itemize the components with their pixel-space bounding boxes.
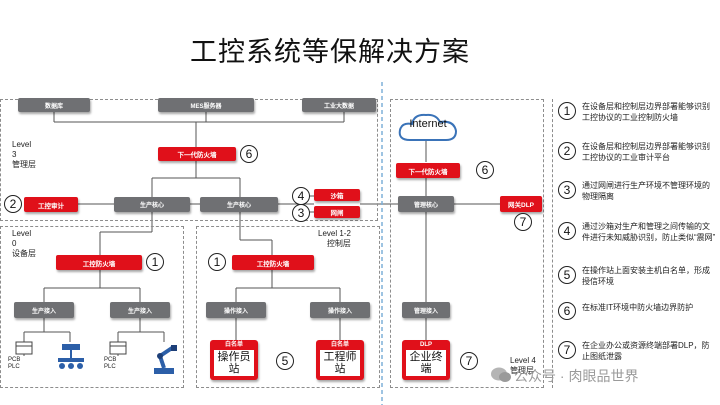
production-core-2-box: 生产核心 — [200, 197, 278, 212]
level0-label: Level 0 设备层 — [12, 229, 36, 258]
ngfw-right-box: 下一代防火墙 — [396, 163, 460, 178]
production-access-1-box: 生产接入 — [14, 302, 74, 318]
ngfw-top-box: 下一代防火墙 — [158, 147, 236, 161]
database-box: 数据库 — [18, 98, 90, 112]
engineer-station-terminal: 白名单 工程师站 — [316, 340, 364, 380]
industrial-audit-box: 工控审计 — [24, 197, 78, 212]
marker-2: 2 — [4, 195, 22, 213]
note-marker-3: 3 — [558, 181, 576, 199]
bigdata-box: 工业大数据 — [302, 98, 376, 112]
operation-access-2-box: 操作接入 — [310, 302, 370, 318]
page-title: 工控系统等保解决方案 — [190, 37, 470, 68]
level12-label: Level 1-2 控制层 — [318, 229, 351, 248]
note-marker-1: 1 — [558, 102, 576, 120]
marker-7-gateway: 7 — [514, 213, 532, 231]
conveyor-icon-1 — [56, 342, 86, 379]
watermark-text: 公众号 · 肉眼品世界 — [514, 368, 639, 384]
engineer-station-label: 工程师站 — [320, 350, 360, 376]
marker-1-right: 1 — [208, 253, 226, 271]
network-gap-box: 网闸 — [314, 206, 360, 218]
note-marker-7: 7 — [558, 341, 576, 359]
note-3-text: 通过网闸进行生产环境不管理环境的物理隔离 — [582, 181, 710, 201]
production-access-2-box: 生产接入 — [110, 302, 170, 318]
sandbox-box: 沙箱 — [314, 189, 360, 201]
dlp-label: DLP — [420, 342, 432, 348]
ics-firewall-left-box: 工控防火墙 — [56, 255, 142, 270]
marker-7-terminal: 7 — [460, 352, 478, 370]
marker-6-right: 6 — [476, 161, 494, 179]
note-marker-5: 5 — [558, 266, 576, 284]
ics-firewall-right-box: 工控防火墙 — [232, 255, 314, 270]
marker-3: 3 — [292, 204, 310, 222]
level4-label: Level 4 管理层 — [510, 356, 536, 375]
management-core-box: 管理核心 — [398, 196, 454, 212]
operator-station-terminal: 白名单 操作员站 — [210, 340, 258, 380]
note-4-text: 通过沙箱对生产和管理之间传输的文件进行未知威胁识别，防止类似“震网” — [582, 222, 716, 242]
wechat-logo-icon — [490, 366, 512, 389]
whitelist-label: 白名单 — [224, 342, 243, 348]
note-5-text: 在操作站上面安装主机白名单，形成授信环境 — [582, 266, 710, 286]
level0-region — [0, 226, 184, 388]
plc-icon-2 — [108, 340, 128, 361]
plc-label-1: PCB PLC — [8, 357, 21, 370]
production-core-1-box: 生产核心 — [114, 197, 190, 212]
note-marker-2: 2 — [558, 142, 576, 160]
notes-divider — [552, 99, 720, 388]
note-1-text: 在设备层和控制层边界部署能够识别工控协议的工业控制防火墙 — [582, 102, 710, 122]
whitelist-label: 白名单 — [330, 342, 349, 348]
operator-station-label: 操作员站 — [214, 350, 254, 376]
mes-server-box: MES服务器 — [158, 98, 254, 112]
note-marker-6: 6 — [558, 302, 576, 320]
internet-cloud-icon — [396, 110, 460, 149]
marker-4: 4 — [292, 187, 310, 205]
marker-1-left: 1 — [146, 253, 164, 271]
note-2-text: 在设备层和控制层边界部署能够识别工控协议的工业审计平台 — [582, 142, 710, 162]
enterprise-terminal-label: 企业终端 — [406, 350, 446, 376]
internet-label: Internet — [409, 118, 447, 130]
marker-6-top: 6 — [240, 145, 258, 163]
management-access-box: 管理接入 — [402, 302, 450, 318]
note-marker-4: 4 — [558, 222, 576, 240]
level4-region — [390, 99, 544, 388]
operation-access-1-box: 操作接入 — [206, 302, 266, 318]
note-6-text: 在标准IT环境中防火墙边界防护 — [582, 303, 694, 312]
level3-label: Level 3 管理层 — [12, 140, 36, 169]
plc-icon-1 — [14, 340, 34, 361]
enterprise-terminal: DLP 企业终端 — [402, 340, 450, 380]
robot-arm-icon — [150, 342, 180, 381]
plc-label-2: PCB PLC — [104, 357, 117, 370]
level12-region — [196, 226, 380, 388]
marker-5: 5 — [276, 352, 294, 370]
note-7-text: 在企业办公或资源终端部署DLP，防止图纸泄露 — [582, 341, 710, 361]
gateway-dlp-box: 网关DLP — [500, 196, 542, 212]
